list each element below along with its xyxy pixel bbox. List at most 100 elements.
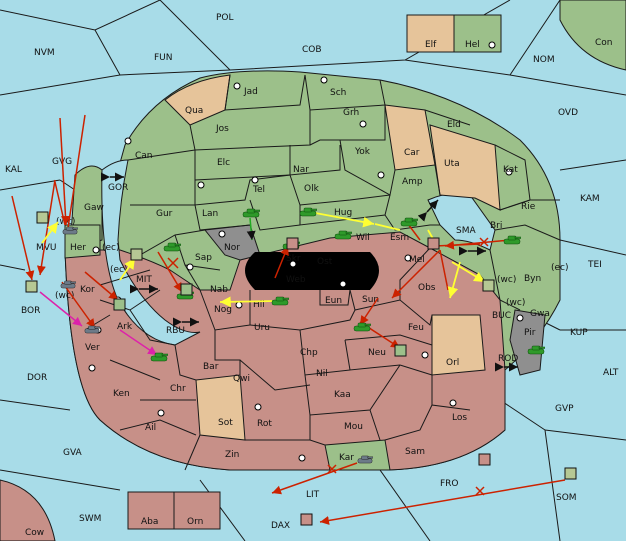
sea-label-MIT: MIT xyxy=(136,275,152,285)
label-Neu: Neu xyxy=(368,348,386,358)
label-Jad: Jad xyxy=(243,87,258,97)
sea-label-KUP: KUP xyxy=(570,328,588,338)
province-Aba[interactable] xyxy=(127,491,175,530)
label-Skr: Skr xyxy=(286,254,301,264)
label-Web: Web xyxy=(286,275,306,285)
label-Her: Her xyxy=(70,243,86,253)
sea-label-GVA: GVA xyxy=(63,448,83,458)
label-Kor: Kor xyxy=(80,285,95,295)
label-Ark: Ark xyxy=(117,322,133,332)
label-Gaw: Gaw xyxy=(84,203,104,213)
friendly-move xyxy=(246,217,256,241)
label-Sch: Sch xyxy=(330,88,346,98)
label-Los: Los xyxy=(452,413,467,423)
label-Grh: Grh xyxy=(343,108,359,118)
label-Pir: Pir xyxy=(524,328,536,338)
label-Elf: Elf xyxy=(425,40,437,50)
label-Uta: Uta xyxy=(444,159,460,169)
label-Ost: Ost xyxy=(317,257,333,267)
sea-label-ROD: ROD xyxy=(498,354,518,364)
sea-label-COW: Cow xyxy=(25,528,44,538)
label-Kat: Kat xyxy=(503,165,518,175)
support-orders xyxy=(41,211,486,308)
label-Ver: Ver xyxy=(85,343,100,353)
province-Elf[interactable] xyxy=(406,14,455,53)
label-Hug: Hug xyxy=(334,208,352,218)
label-Bri: Bri xyxy=(490,221,502,231)
sea-label-DAX: DAX xyxy=(271,521,290,531)
label-Elc: Elc xyxy=(217,158,230,168)
sea-label-KAL: KAL xyxy=(5,165,22,175)
sea-label-BOR: BOR xyxy=(21,306,40,316)
label-Gwa: Gwa xyxy=(530,309,550,319)
label-Chp: Chp xyxy=(300,348,318,358)
label-Orn: Orn xyxy=(187,517,203,527)
province-Kar[interactable] xyxy=(324,439,391,471)
sea-label-COB: COB xyxy=(302,45,322,55)
land-labels: Elf Hel Jad Sch Qua Jos Grh Eld Can Yok … xyxy=(70,40,550,527)
label-Aba: Aba xyxy=(141,517,158,527)
label-Hel: Hel xyxy=(465,40,480,50)
coast-label: (ec) xyxy=(551,263,569,273)
sea-label-ALT: ALT xyxy=(603,368,619,378)
label-Qua: Qua xyxy=(185,106,203,116)
label-Sun: Sun xyxy=(362,295,379,305)
label-Eld: Eld xyxy=(447,120,461,130)
sea-label-GOR: GOR xyxy=(108,183,128,193)
label-Ail: Ail xyxy=(145,423,156,433)
label-Orl: Orl xyxy=(446,358,459,368)
sea-label-SWM: SWM xyxy=(79,514,101,524)
label-Qwi: Qwi xyxy=(233,374,250,384)
failed-order-marks xyxy=(167,237,489,496)
label-Zin: Zin xyxy=(225,450,239,460)
sea-label-OVD: OVD xyxy=(558,108,578,118)
label-Car: Car xyxy=(404,148,420,158)
label-Nab: Nab xyxy=(210,285,228,295)
inner-sea-GOR xyxy=(101,159,201,346)
sea-label-LIT: LIT xyxy=(306,490,320,500)
label-Rot: Rot xyxy=(257,419,272,429)
label-Mou: Mou xyxy=(344,422,363,432)
coast-label: (wc) xyxy=(506,298,525,308)
label-Obs: Obs xyxy=(418,283,436,293)
province-borders xyxy=(84,74,561,471)
coast-label: (ec) xyxy=(110,265,128,275)
sea-label-NVM: NVM xyxy=(34,48,55,58)
label-Hil: Hil xyxy=(253,300,265,310)
sea-label-RBU: RBU xyxy=(166,326,185,336)
sea-label-FUN: FUN xyxy=(154,53,173,63)
label-Yok: Yok xyxy=(354,147,371,157)
province-Sot[interactable] xyxy=(195,374,246,441)
province-Orl[interactable] xyxy=(431,314,486,376)
label-Sam: Sam xyxy=(405,447,425,457)
sea-label-DOR: DOR xyxy=(27,373,47,383)
label-Chr: Chr xyxy=(170,384,186,394)
label-Byn: Byn xyxy=(524,274,541,284)
province-Pir[interactable] xyxy=(509,309,546,376)
sea-label-MVU: MVU xyxy=(36,243,57,253)
coast-label: (wc) xyxy=(497,275,516,285)
coast-label: (wc) xyxy=(55,291,74,301)
label-Lan: Lan xyxy=(202,209,218,219)
coast-label: (ec) xyxy=(102,243,120,253)
passage-arrows xyxy=(101,172,518,372)
sea-label-NOM: NOM xyxy=(533,55,555,65)
sea-label-FRO: FRO xyxy=(440,479,459,489)
label-Esm: Esm xyxy=(390,233,409,243)
label-Rie: Rie xyxy=(521,202,536,212)
label-Feu: Feu xyxy=(408,323,424,333)
label-Amp: Amp xyxy=(402,177,423,187)
label-Kar: Kar xyxy=(339,453,354,463)
province-Orn[interactable] xyxy=(173,491,221,530)
label-Tel: Tel xyxy=(252,185,265,195)
sea-label-SMA: SMA xyxy=(456,226,476,236)
label-Sot: Sot xyxy=(218,418,233,428)
label-Uru: Uru xyxy=(254,323,270,333)
sea-label-BUC: BUC xyxy=(492,311,511,321)
label-Bar: Bar xyxy=(203,362,219,372)
sea-label-KAM: KAM xyxy=(580,194,600,204)
sea-label-TEI: TEI xyxy=(587,260,602,270)
units-squares xyxy=(25,211,577,526)
sea-label-POL: POL xyxy=(216,13,234,23)
